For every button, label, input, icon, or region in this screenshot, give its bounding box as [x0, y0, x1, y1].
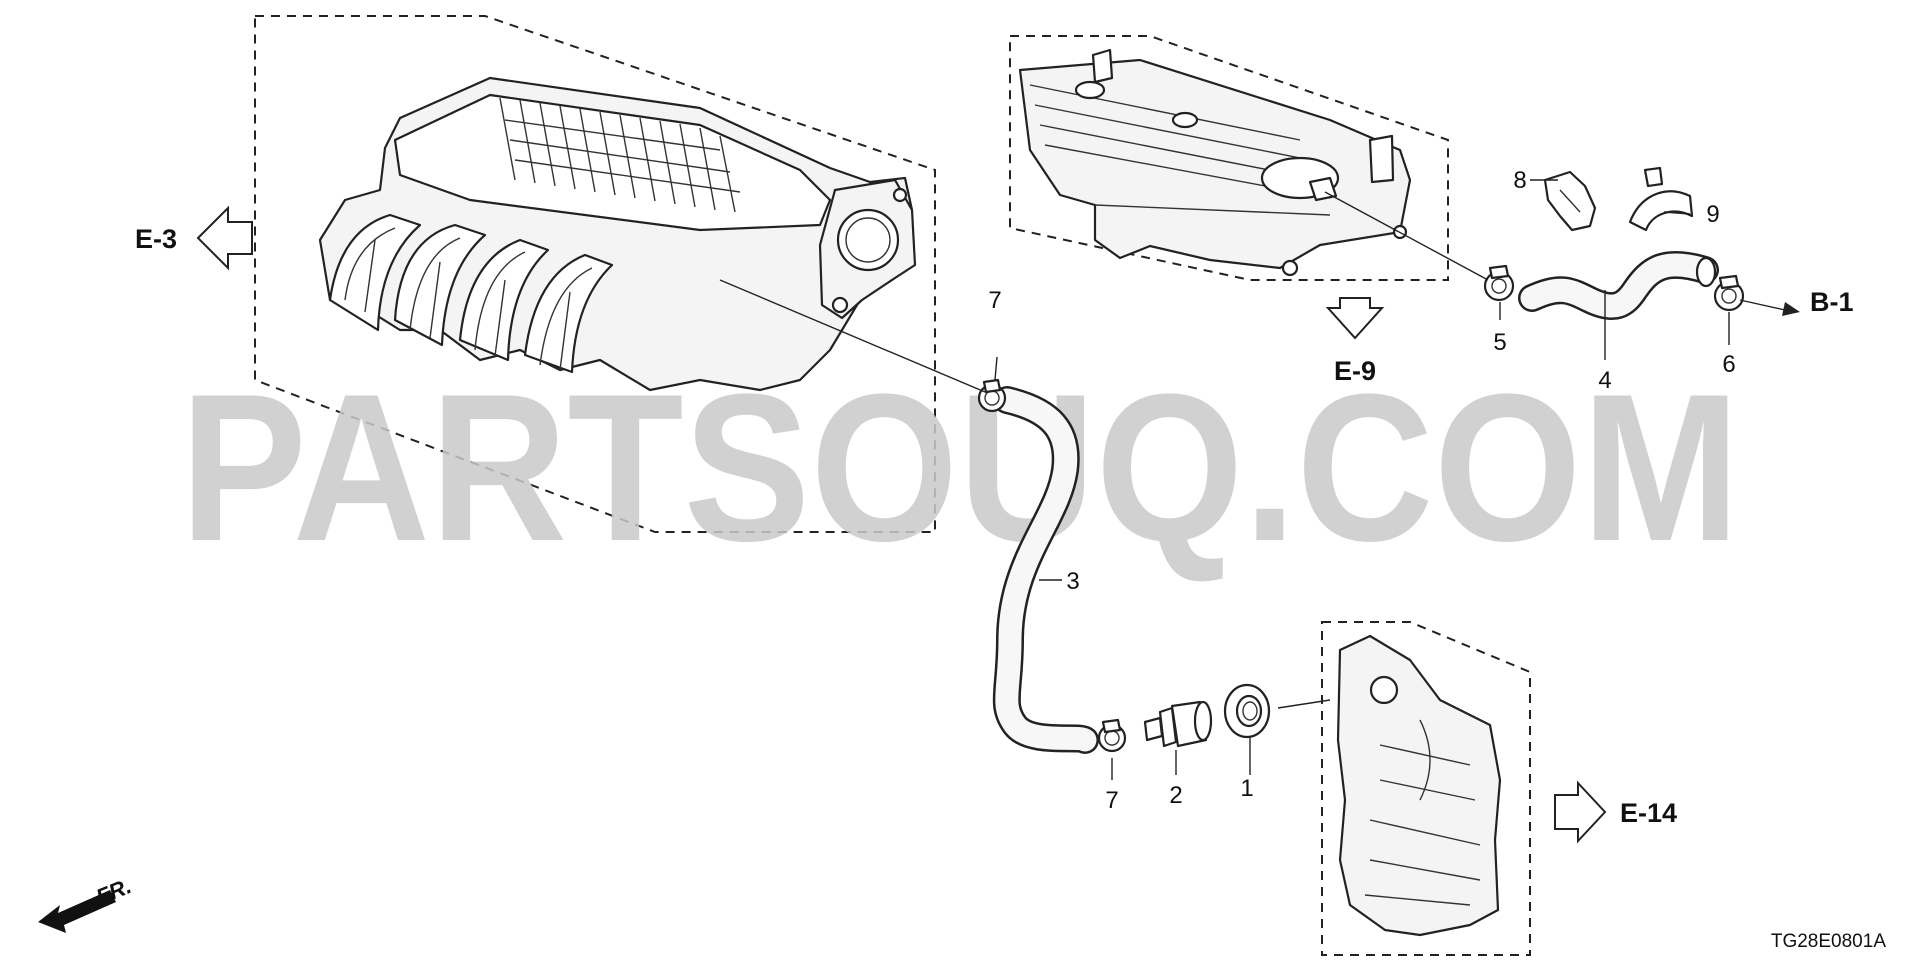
- ref-e9-label: E-9: [1334, 356, 1376, 386]
- callout-1[interactable]: 1: [1240, 775, 1253, 802]
- flange-bolt-hole: [831, 296, 849, 314]
- separator-grommet-hole: [1369, 675, 1399, 705]
- callout-3[interactable]: 3: [1066, 568, 1079, 595]
- callout-7-lower[interactable]: 7: [1105, 787, 1118, 814]
- flange-bolt-hole: [892, 187, 908, 203]
- ref-e14[interactable]: E-14: [1554, 780, 1677, 844]
- ref-b1-label: B-1: [1810, 287, 1854, 317]
- pcv-valve-2[interactable]: [1143, 700, 1213, 748]
- front-label: FR.: [93, 873, 135, 909]
- down-arrow-icon: [1325, 297, 1385, 340]
- callout-9[interactable]: 9: [1706, 201, 1719, 228]
- separator-ribs: [1364, 719, 1481, 906]
- pcv-hose-4[interactable]: [1518, 250, 1719, 321]
- cover-bracket: [1091, 48, 1114, 84]
- pcv-outlet-nipple: [1308, 176, 1338, 202]
- callout-2[interactable]: 2: [1169, 782, 1182, 809]
- left-arrow-icon: [196, 205, 253, 271]
- hose-clamp-7-upper[interactable]: [977, 378, 1007, 413]
- watermark: PARTSOUQ.COM: [180, 350, 1740, 585]
- callout-5[interactable]: 5: [1493, 329, 1506, 356]
- oil-separator-cover[interactable]: [1336, 634, 1502, 937]
- head-cover-boundary: [1009, 35, 1449, 281]
- front-arrow-icon: [38, 890, 116, 933]
- runner-details: [344, 227, 593, 371]
- hose-clamp-5[interactable]: [1483, 264, 1515, 302]
- front-direction-marker: FR.: [38, 873, 135, 933]
- throttle-bore: [836, 208, 900, 272]
- leader-lines: [719, 179, 1786, 780]
- intake-manifold-group[interactable]: [254, 15, 936, 533]
- ref-b1[interactable]: B-1: [1810, 287, 1854, 317]
- hose-clamp-6[interactable]: [1713, 274, 1745, 312]
- diagram-code: TG28E0801A: [1771, 931, 1886, 952]
- pcv-grommet-1[interactable]: [1223, 683, 1271, 739]
- plenum-ribs: [499, 97, 741, 213]
- head-cover-group[interactable]: [1009, 35, 1449, 281]
- throttle-bore-inner: [845, 217, 891, 263]
- ref-e14-label: E-14: [1620, 798, 1677, 828]
- b1-arrowhead: [1782, 302, 1800, 316]
- separator-boundary: [1321, 621, 1531, 956]
- callout-4[interactable]: 4: [1598, 367, 1611, 394]
- hose-clip-8[interactable]: [1543, 170, 1597, 232]
- hose-clamp-7-lower[interactable]: [1097, 718, 1127, 753]
- cover-boss: [1074, 80, 1106, 100]
- callout-7-upper[interactable]: 7: [988, 287, 1001, 314]
- intake-manifold-boundary: [254, 15, 936, 533]
- separator-group[interactable]: [1321, 621, 1531, 956]
- manifold-plenum: [393, 93, 832, 232]
- cover-bracket: [1368, 134, 1395, 184]
- cylinder-head-cover[interactable]: [1018, 58, 1412, 270]
- callout-8[interactable]: 8: [1513, 167, 1526, 194]
- ref-e3-label: E-3: [135, 224, 177, 254]
- pcv-hose-3[interactable]: [992, 386, 1099, 754]
- manifold-runners: [328, 213, 614, 374]
- right-arrow-icon: [1554, 780, 1607, 844]
- callout-6[interactable]: 6: [1722, 351, 1735, 378]
- hose-4-end: [1695, 256, 1717, 288]
- ref-e9[interactable]: E-9: [1325, 297, 1385, 386]
- cover-boss: [1171, 111, 1199, 129]
- hose-clip-9[interactable]: [1628, 166, 1694, 232]
- cover-bolt-hole: [1281, 259, 1299, 277]
- ref-e3[interactable]: E-3: [135, 205, 253, 271]
